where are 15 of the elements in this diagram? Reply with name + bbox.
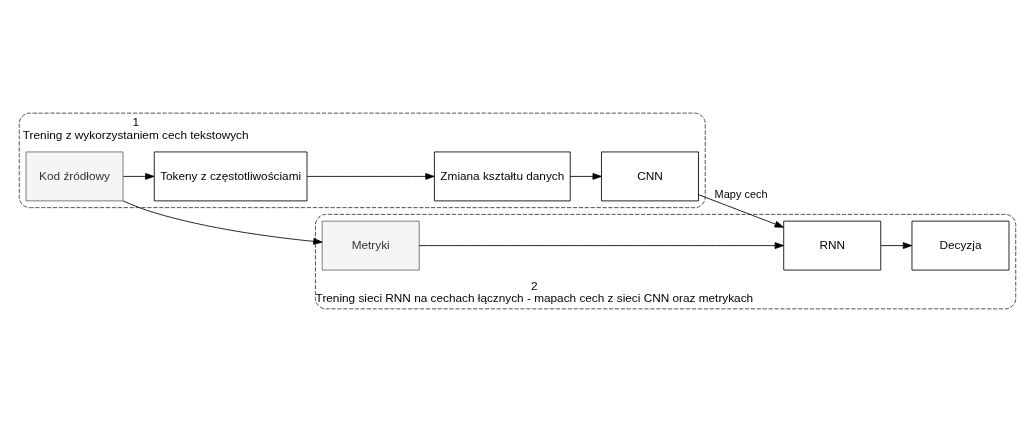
node-box: Zmiana kształtu danych (433, 151, 571, 201)
node-box: CNN (601, 151, 699, 201)
arrow (569, 172, 602, 180)
node-box: Decyzja (911, 220, 1010, 270)
edge-label: Mapy cech (714, 187, 768, 200)
node-box: Metryki (321, 220, 420, 270)
arrow (418, 241, 784, 249)
arrow (880, 241, 913, 249)
arrow (122, 200, 323, 245)
node-box: Tokeny z częstotliwościami (153, 151, 308, 201)
node-box: RNN (783, 220, 882, 270)
arrow (306, 172, 435, 180)
node-box: Kod źródłowy (25, 151, 124, 201)
arrow (698, 193, 784, 228)
arrow (122, 172, 155, 180)
